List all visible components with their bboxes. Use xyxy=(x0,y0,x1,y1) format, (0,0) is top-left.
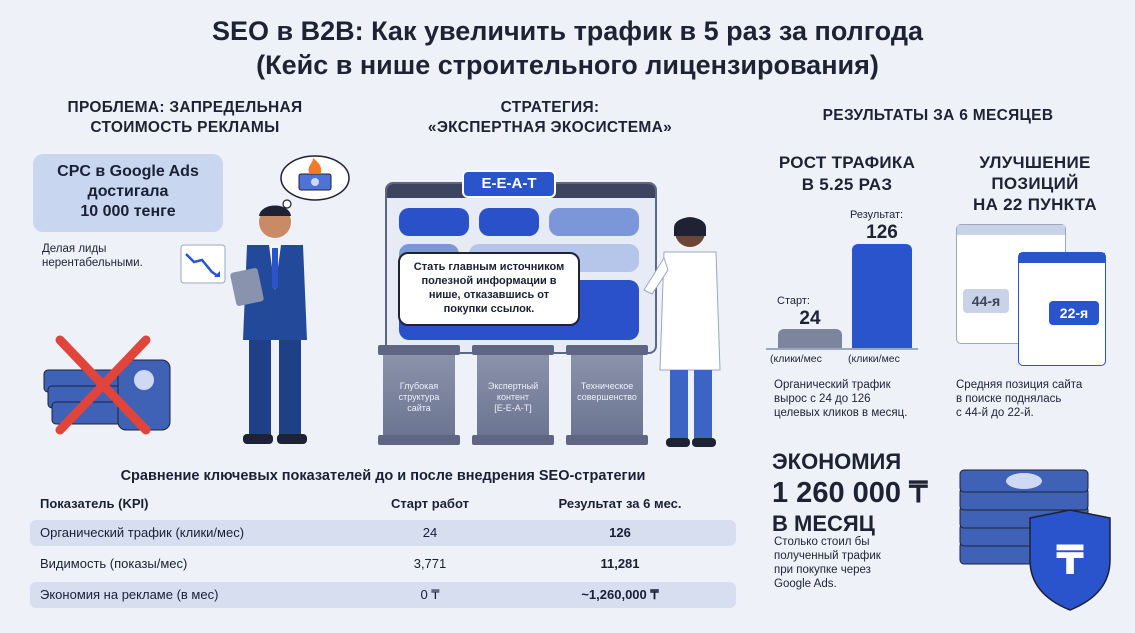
pillar-1-line-3: сайта xyxy=(407,403,431,413)
positions-desc-line-3: с 44-й до 22-й. xyxy=(956,407,1034,419)
row-start: 0 ₸ xyxy=(420,587,440,602)
positions-heading-line-3: НА 22 ПУНКТА xyxy=(973,195,1097,214)
table-row: Органический трафик (клики/мес) 24 126 xyxy=(30,520,736,546)
row-result: 126 xyxy=(609,525,631,540)
cpc-line-2: достигала xyxy=(87,183,169,200)
pillar-1-line-2: структура xyxy=(398,392,440,402)
row-kpi: Органический трафик (клики/мес) xyxy=(40,525,245,540)
svg-text:₸: ₸ xyxy=(1056,538,1084,584)
row-kpi: Экономия на рекламе (в мес) xyxy=(40,587,219,602)
position-before: 44-я xyxy=(963,289,1009,313)
money-crossed-icon xyxy=(43,335,171,435)
positions-heading: УЛУЧШЕНИЕ ПОЗИЦИЙ НА 22 ПУНКТА xyxy=(950,152,1120,215)
pillar-1-line-1: Глубокая xyxy=(399,381,439,391)
callout-line-1: Стать главным источником xyxy=(413,261,565,273)
scientist-illustration xyxy=(643,217,721,447)
eeat-badge: E-E-A-T xyxy=(462,170,556,198)
savings-line-1: ЭКОНОМИЯ xyxy=(772,449,902,474)
problem-heading-line-1: ПРОБЛЕМА: ЗАПРЕДЕЛЬНАЯ xyxy=(67,99,303,116)
pillar-content: Экспертный контент [E-E-A-T] xyxy=(472,345,554,445)
traffic-heading-line-2: В 5.25 РАЗ xyxy=(801,175,893,194)
savings-desc-line-2: полученный трафик xyxy=(774,550,881,562)
positions-desc-line-2: в поиске поднялась xyxy=(956,393,1062,405)
bar-result xyxy=(852,244,912,348)
start-unit: (клики/мес xyxy=(770,353,822,365)
start-label: Старт: xyxy=(777,295,810,307)
problem-note-line-2: нерентабельными. xyxy=(42,257,143,269)
row-kpi: Видимость (показы/мес) xyxy=(40,556,188,571)
pillar-2-line-1: Экспертный xyxy=(487,381,539,391)
problem-heading-line-2: СТОИМОСТЬ РЕКЛАМЫ xyxy=(90,119,280,136)
money-shield-icon: ₸ xyxy=(959,469,1111,611)
pillar-3-line-2: совершенство xyxy=(577,392,637,402)
page-title: SEO в B2B: Как увеличить трафик в 5 раз … xyxy=(0,14,1135,82)
savings-heading: ЭКОНОМИЯ 1 260 000 ₸ В МЕСЯЦ xyxy=(772,448,928,538)
businessman-illustration xyxy=(230,205,307,444)
positions-heading-line-1: УЛУЧШЕНИЕ xyxy=(979,153,1091,172)
traffic-desc-line-2: вырос с 24 до 126 xyxy=(774,393,871,405)
content-block xyxy=(479,208,539,236)
traffic-desc: Органический трафик вырос с 24 до 126 це… xyxy=(774,378,907,420)
pillar-structure: Глубокая структура сайта xyxy=(378,345,460,445)
savings-desc-line-3: при покупке через xyxy=(774,564,871,576)
strategy-callout: Стать главным источником полезной информ… xyxy=(398,252,580,326)
result-label: Результат: xyxy=(850,209,904,221)
table-row: Видимость (показы/мес) 3,771 11,281 xyxy=(30,551,736,577)
start-value: 24 xyxy=(799,308,821,329)
strategy-heading-line-1: СТРАТЕГИЯ: xyxy=(500,99,600,116)
header-kpi: Показатель (KPI) xyxy=(40,496,149,511)
cpc-line-1: CPC в Google Ads xyxy=(57,163,199,180)
chart-down-icon xyxy=(180,244,226,284)
pillar-technical: Техническое совершенство xyxy=(566,345,648,445)
results-heading: РЕЗУЛЬТАТЫ ЗА 6 МЕСЯЦЕВ xyxy=(822,107,1054,124)
position-after: 22-я xyxy=(1049,301,1099,325)
content-block xyxy=(549,208,639,236)
search-window-after: 22-я xyxy=(1018,252,1106,366)
title-line-2: (Кейс в нише строительного лицензировани… xyxy=(256,50,879,80)
callout-line-4: покупки ссылок. xyxy=(443,303,535,315)
savings-desc: Столько стоил бы полученный трафик при п… xyxy=(774,535,881,591)
traffic-heading: РОСТ ТРАФИКА В 5.25 РАЗ xyxy=(762,152,932,196)
pillar-3-line-1: Техническое xyxy=(580,381,634,391)
comparison-caption: Сравнение ключевых показателей до и посл… xyxy=(120,468,646,484)
header-result: Результат за 6 мес. xyxy=(558,496,682,511)
burning-money-thought-icon xyxy=(280,155,350,209)
savings-desc-line-1: Столько стоил бы xyxy=(774,536,870,548)
result-value: 126 xyxy=(866,222,898,243)
positions-desc-line-1: Средняя позиция сайта xyxy=(956,379,1083,391)
traffic-desc-line-3: целевых кликов в месяц. xyxy=(774,407,908,419)
row-result: ~1,260,000 ₸ xyxy=(581,587,659,602)
callout-line-3: нише, отказавшись от xyxy=(428,289,550,301)
comparison-header-row: Показатель (KPI) Старт работ Результат з… xyxy=(30,496,736,516)
traffic-heading-line-1: РОСТ ТРАФИКА xyxy=(778,153,916,172)
callout-line-2: полезной информации в xyxy=(421,275,557,287)
savings-line-3: В МЕСЯЦ xyxy=(772,511,875,536)
cpc-box: CPC в Google Ads достигала 10 000 тенге xyxy=(33,154,223,232)
pillar-2-line-2: контент xyxy=(496,392,530,402)
problem-note: Делая лиды нерентабельными. xyxy=(42,242,143,270)
savings-desc-line-4: Google Ads. xyxy=(774,578,837,590)
result-unit: (клики/мес xyxy=(848,353,900,365)
pillar-2-line-3: [E-E-A-T] xyxy=(494,403,532,413)
title-line-1: SEO в B2B: Как увеличить трафик в 5 раз … xyxy=(212,16,923,46)
strategy-heading-line-2: «ЭКСПЕРТНАЯ ЭКОСИСТЕМА» xyxy=(427,119,673,136)
table-row: Экономия на рекламе (в мес) 0 ₸ ~1,260,0… xyxy=(30,582,736,608)
cpc-line-3: 10 000 тенге xyxy=(80,203,176,220)
problem-note-line-1: Делая лиды xyxy=(42,243,107,255)
row-start: 24 xyxy=(422,525,438,540)
savings-amount: 1 260 000 ₸ xyxy=(772,477,928,509)
header-start: Старт работ xyxy=(391,496,469,511)
row-result: 11,281 xyxy=(600,556,640,571)
positions-desc: Средняя позиция сайта в поиске поднялась… xyxy=(956,378,1082,420)
traffic-desc-line-1: Органический трафик xyxy=(774,379,891,391)
row-start: 3,771 xyxy=(413,556,447,571)
positions-heading-line-2: ПОЗИЦИЙ xyxy=(991,174,1079,193)
chart-baseline xyxy=(766,348,918,350)
strategy-heading: СТРАТЕГИЯ: «ЭКСПЕРТНАЯ ЭКОСИСТЕМА» xyxy=(400,98,700,138)
problem-heading: ПРОБЛЕМА: ЗАПРЕДЕЛЬНАЯ СТОИМОСТЬ РЕКЛАМЫ xyxy=(40,98,330,138)
bar-start xyxy=(778,329,842,348)
content-block xyxy=(399,208,469,236)
